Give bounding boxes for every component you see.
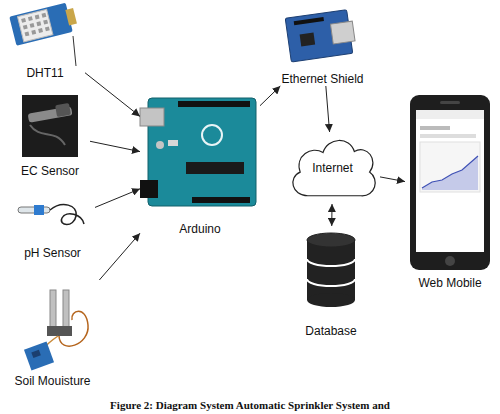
arduino-illustration bbox=[140, 98, 256, 206]
component-node: DHT11 bbox=[5, 2, 85, 80]
chart-line bbox=[422, 156, 478, 188]
cylinder-base bbox=[307, 293, 355, 307]
node-label: Internet bbox=[312, 161, 353, 175]
sensor-board bbox=[24, 342, 54, 371]
sensor-board bbox=[9, 3, 73, 46]
component-node: Web Mobile bbox=[405, 90, 495, 290]
jumper-wires bbox=[59, 311, 88, 346]
connector-arrow bbox=[99, 233, 140, 280]
usb-port bbox=[140, 108, 164, 126]
node-label: Soil Mouisture bbox=[14, 374, 90, 388]
node-label: Arduino bbox=[179, 222, 220, 236]
node-label: EC Sensor bbox=[21, 164, 79, 178]
ph-sensor-illustration bbox=[18, 205, 84, 225]
connector-arrow bbox=[326, 86, 330, 132]
dht11-illustration bbox=[9, 1, 78, 46]
probe-collar bbox=[34, 205, 44, 215]
phone-body bbox=[410, 95, 490, 270]
connector-arrow bbox=[85, 73, 140, 117]
ethernet-chip bbox=[300, 33, 316, 47]
node-label: pH Sensor bbox=[24, 246, 81, 260]
cloud-shape bbox=[293, 140, 375, 195]
board-chip bbox=[31, 350, 41, 358]
pin-header bbox=[192, 197, 250, 203]
connector-arrow bbox=[331, 204, 332, 226]
probe-prong bbox=[50, 290, 56, 330]
screen-header bbox=[416, 110, 484, 119]
phone-screen bbox=[416, 110, 484, 252]
component-node: EC Sensor bbox=[10, 88, 90, 178]
component-node: Ethernet Shield bbox=[275, 4, 370, 86]
ec-sensor-illustration bbox=[22, 95, 78, 157]
tick-mark bbox=[73, 36, 76, 66]
rj45-jack bbox=[330, 21, 355, 44]
header-pins bbox=[65, 8, 77, 25]
connector-arrow bbox=[260, 86, 280, 106]
node-label: Ethernet Shield bbox=[281, 72, 363, 86]
connector-arrow bbox=[90, 141, 140, 151]
sensor-grid bbox=[21, 13, 50, 37]
chart-area bbox=[422, 156, 478, 190]
soil-moisture-illustration bbox=[24, 290, 88, 370]
cylinder-band bbox=[307, 259, 355, 266]
figure-caption: Figure 2: Diagram System Automatic Sprin… bbox=[0, 399, 500, 412]
sensor-housing bbox=[18, 9, 53, 41]
node-label: Database bbox=[305, 324, 356, 338]
cylinder-band bbox=[307, 279, 355, 286]
microcontroller-chip bbox=[186, 162, 244, 174]
connector-arrow bbox=[380, 177, 405, 182]
probe-cable bbox=[30, 125, 65, 145]
pin-header bbox=[294, 17, 324, 25]
probe-prong bbox=[63, 290, 69, 330]
reset-button bbox=[156, 141, 164, 149]
component-node: Database bbox=[295, 226, 367, 338]
component-node: Soil Mouisture bbox=[5, 280, 100, 388]
power-jack bbox=[140, 180, 158, 198]
home-button bbox=[445, 256, 455, 266]
pin-header bbox=[178, 101, 250, 107]
phone-illustration bbox=[410, 95, 490, 270]
probe-head bbox=[47, 326, 72, 336]
connector-arrow bbox=[95, 189, 140, 208]
component-node: Arduino bbox=[140, 92, 260, 236]
cloud-node: Internet bbox=[285, 132, 380, 204]
node-label: DHT11 bbox=[26, 66, 63, 80]
screen-line bbox=[420, 126, 450, 130]
photo-background bbox=[22, 95, 78, 157]
cylinder-top bbox=[307, 233, 355, 247]
crystal bbox=[168, 140, 178, 146]
database-illustration bbox=[307, 233, 355, 307]
board-logo bbox=[202, 125, 222, 145]
probe-cable bbox=[50, 205, 84, 225]
node-label: Web Mobile bbox=[418, 276, 481, 290]
probe-cap bbox=[55, 103, 71, 117]
chart-panel bbox=[420, 142, 480, 192]
screen-line bbox=[420, 134, 476, 138]
ethernet-shield-illustration bbox=[285, 9, 356, 62]
speaker-slot bbox=[440, 101, 460, 104]
component-node: pH Sensor bbox=[10, 190, 95, 260]
cylinder-body bbox=[307, 240, 355, 300]
